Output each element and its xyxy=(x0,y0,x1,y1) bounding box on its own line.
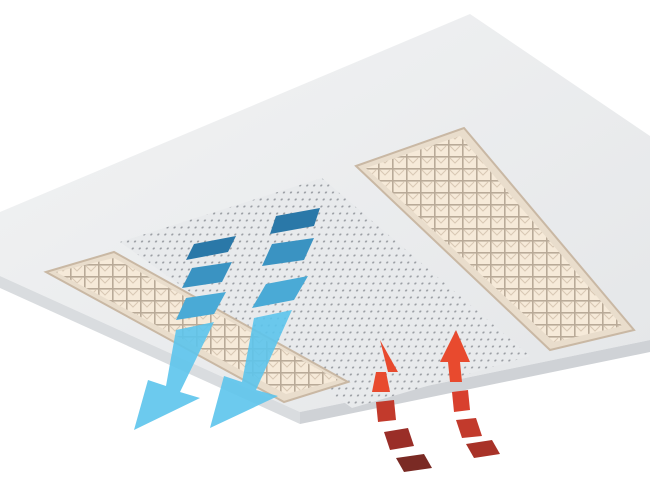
return-dash xyxy=(384,428,414,450)
up-arrow-icon xyxy=(440,330,470,382)
supply-arrow-shaft xyxy=(134,322,214,430)
perforated-diffuser xyxy=(120,178,530,408)
supply-dash xyxy=(182,262,232,288)
supply-air-arrow-right xyxy=(210,208,320,428)
up-arrow-icon xyxy=(372,340,398,392)
return-dash xyxy=(466,440,500,458)
supply-air-arrow-left xyxy=(134,236,236,430)
return-dash xyxy=(376,400,396,422)
right-light-fixture xyxy=(354,126,636,352)
right-louver-grid xyxy=(366,136,622,342)
supply-dash xyxy=(252,276,308,308)
down-left-arrow-icon xyxy=(186,236,236,260)
supply-arrow-shaft xyxy=(210,310,292,428)
supply-dash xyxy=(176,292,226,320)
diffuser-perforation xyxy=(120,178,530,408)
return-air-arrow-right xyxy=(440,330,500,458)
return-air-arrow-left xyxy=(372,340,432,472)
down-left-arrow-icon xyxy=(270,208,320,234)
supply-dash xyxy=(262,238,314,266)
return-dash xyxy=(456,418,482,438)
return-dash xyxy=(396,454,432,472)
return-dash xyxy=(452,390,470,412)
